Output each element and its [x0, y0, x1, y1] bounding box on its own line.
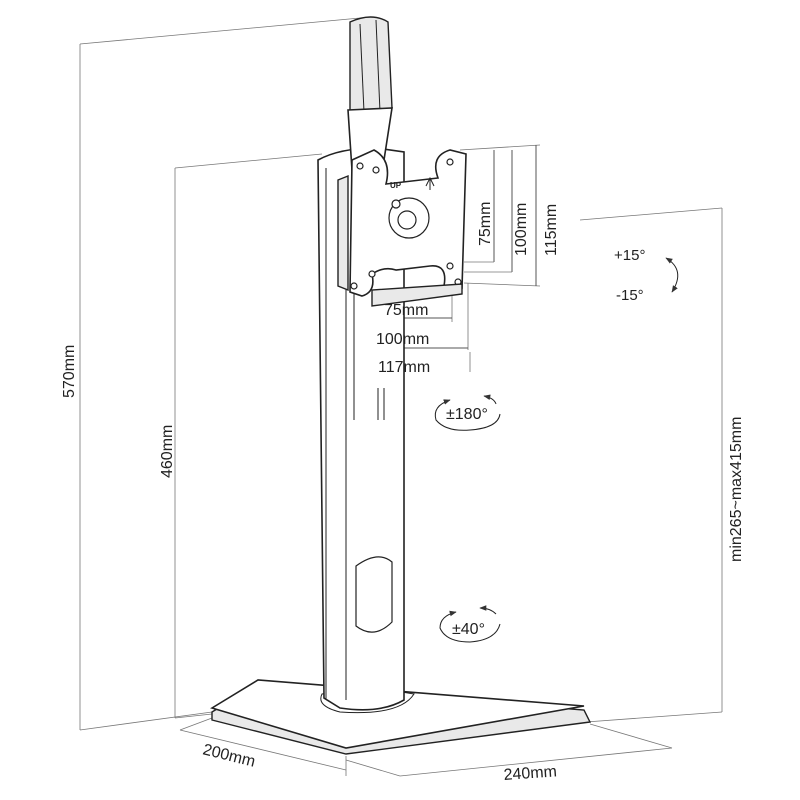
tilt-up-label: +15° [614, 247, 645, 264]
swivel-40-icon [439, 605, 501, 643]
rotate-180-icon [434, 394, 501, 431]
swivel-label: ±40° [452, 621, 485, 638]
vesa-vertical-dimensions [459, 144, 541, 287]
pole-height-label: 460mm [159, 425, 176, 478]
base-plate [210, 679, 592, 755]
pole [317, 147, 405, 711]
vesa-h100-label: 100mm [376, 331, 429, 348]
base-width-dimension [345, 723, 673, 777]
vesa-h75-label: 75mm [384, 302, 428, 319]
up-arrow-icon [425, 176, 435, 190]
tilt-arrow-icon [665, 257, 679, 293]
screen-height-label: min265~max415mm [728, 417, 745, 562]
base-depth-dimension [179, 717, 347, 776]
total-height-dimension [79, 17, 361, 731]
vesa-plate: UP [337, 149, 467, 307]
vesa-v100-label: 100mm [513, 203, 530, 256]
screen-height-dimension [579, 207, 723, 723]
base-depth-label: 200mm [201, 741, 257, 770]
pole-height-dimension [174, 153, 323, 719]
total-height-label: 570mm [61, 345, 78, 398]
adjustment-handle [347, 16, 393, 172]
rotate-label: ±180° [446, 406, 488, 423]
vesa-v75-label: 75mm [477, 202, 494, 246]
plate-width-label: 117mm [378, 359, 430, 376]
cable-management-hole [355, 556, 393, 633]
up-marking: UP [390, 181, 402, 190]
base-width-label: 240mm [503, 763, 557, 784]
plate-height-label: 115mm [543, 204, 560, 256]
tilt-down-label: -15° [616, 287, 644, 304]
